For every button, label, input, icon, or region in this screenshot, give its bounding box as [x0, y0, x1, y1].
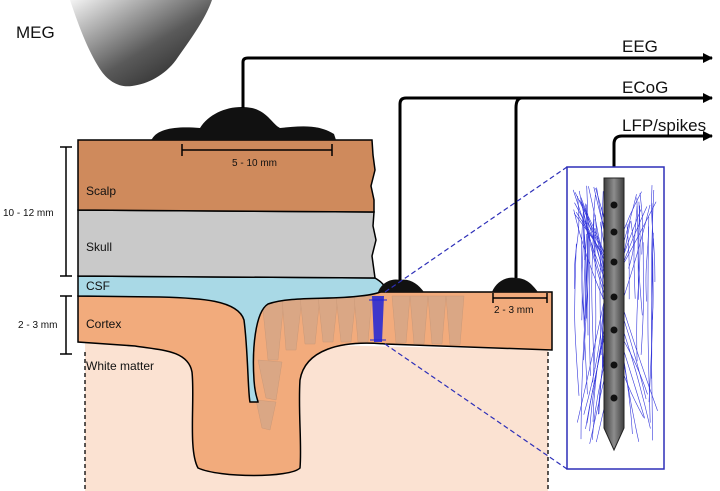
dendrite-fibre [626, 224, 630, 300]
dendrite-fibre [638, 205, 643, 316]
dendrite-fibre [592, 228, 597, 383]
dendrite-fibre [639, 193, 643, 255]
lfp-wire [612, 131, 713, 178]
eeg-span-bracket [181, 144, 333, 156]
dendrite-fibre [589, 232, 591, 376]
skull-layer [77, 209, 377, 279]
cortex-label: Cortex [86, 317, 121, 331]
skull-label: Skull [86, 240, 112, 254]
dendrite-fibre [581, 211, 584, 321]
dendrite-fibre [574, 195, 580, 290]
dendrite-fibre [583, 233, 588, 395]
dendrite-fibre [651, 185, 656, 283]
recording-probe [603, 177, 625, 452]
cortex-thickness-label: 2 - 3 mm [18, 320, 57, 331]
ecog-span-label: 2 - 3 mm [494, 305, 533, 316]
dendrite-fibre [628, 220, 634, 269]
dendrite-fibre [591, 218, 595, 369]
csf-layer [77, 275, 386, 403]
white-matter-region [85, 340, 548, 491]
dendrite-fibre [636, 201, 641, 362]
eeg-wire [241, 53, 713, 108]
dendrite-fibre [583, 228, 587, 319]
ecog-label: ECoG [622, 78, 668, 97]
dendrite-fibre [640, 242, 644, 355]
recorded-column [369, 296, 387, 342]
ecog-wire-right [514, 96, 523, 278]
zoom-line-bottom [384, 343, 568, 470]
dendrite-fibre [593, 194, 596, 262]
scalp-label: Scalp [86, 184, 116, 198]
ecog-wire-left [398, 93, 713, 280]
dendrite-fibre [574, 243, 580, 396]
zoom-line-top [384, 166, 568, 293]
dendrite-fibre [645, 216, 650, 302]
eeg-span-label: 5 - 10 mm [232, 158, 277, 169]
dendrite-fibre [651, 238, 654, 320]
cortical-columns [255, 295, 465, 431]
ecog-electrode-left [378, 279, 424, 292]
scalp-layer [77, 139, 376, 213]
dendrite-fibre [578, 190, 606, 292]
dendrite-fibre [585, 203, 588, 322]
dendrite-fibre [588, 186, 606, 275]
meg-label: MEG [16, 23, 55, 42]
eeg-electrode [150, 106, 336, 140]
dendrite-fibre [651, 189, 655, 379]
csf-label: CSF [86, 279, 110, 293]
outer-thickness-bracket [60, 146, 72, 277]
meg-sensor [70, 0, 212, 87]
dendrite-fibre [581, 220, 585, 320]
dendrite-fibre [599, 191, 604, 356]
dendrite-fibre [583, 185, 589, 361]
outer-thickness-label: 10 - 12 mm [3, 208, 54, 219]
ecog-electrode-right [492, 277, 538, 292]
dendrite-fibre [633, 206, 638, 299]
lfp-label: LFP/spikes [622, 116, 706, 135]
cortex-thickness-bracket [60, 295, 72, 355]
eeg-label: EEG [622, 37, 658, 56]
ecog-span-bracket [492, 293, 548, 303]
white-matter-label: White matter [86, 359, 154, 373]
